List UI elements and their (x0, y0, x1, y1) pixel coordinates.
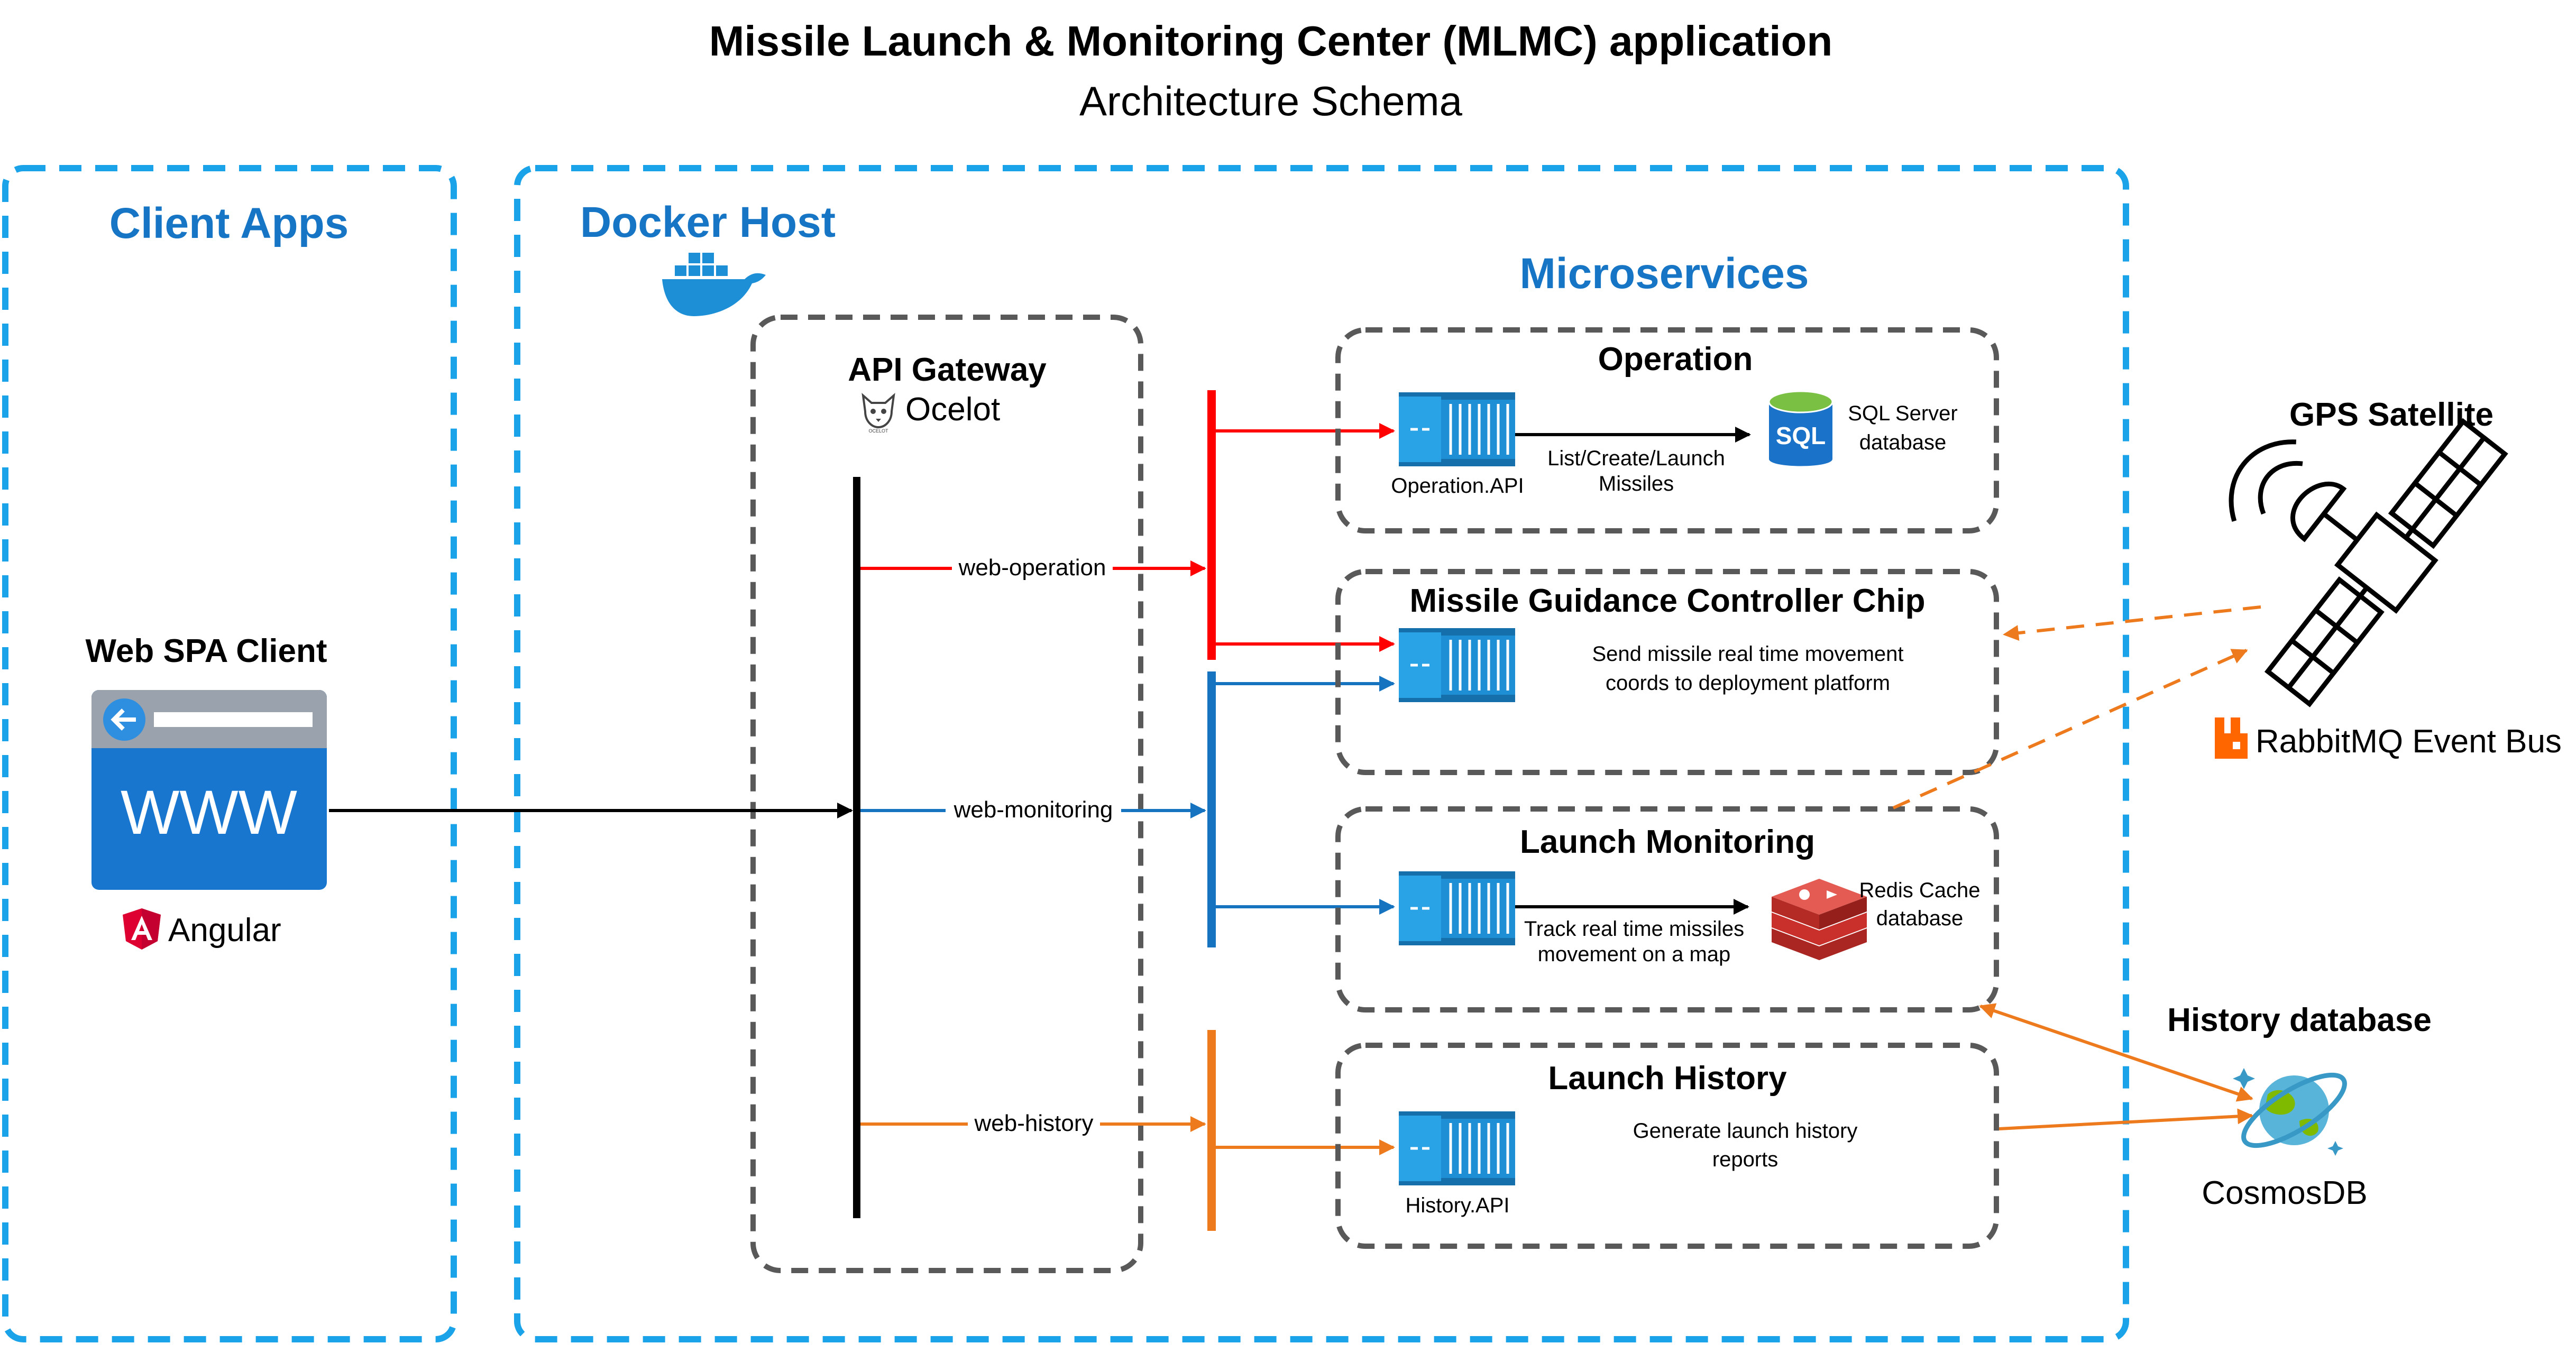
history-desc-line1: Generate launch history (1633, 1119, 1858, 1143)
container-icon (1399, 628, 1515, 702)
container-icon (1399, 392, 1515, 466)
docker-host-zone (514, 165, 2129, 1342)
api-gateway-box (750, 315, 1143, 1273)
cosmosdb-label: CosmosDB (2202, 1175, 2368, 1211)
monitoring-action-line1: Track real time missiles (1524, 917, 1744, 941)
docker-host-title: Docker Host (580, 198, 836, 246)
api-gateway-title: API Gateway (848, 352, 1047, 388)
history-api-label: History.API (1405, 1194, 1509, 1217)
redis-db-line2: database (1876, 907, 1964, 930)
browser-window-icon: WWW (91, 690, 327, 890)
satellite-icon (2229, 418, 2508, 707)
gateway-bus-line (853, 477, 860, 1218)
angular-label: Angular (168, 912, 281, 949)
guidance-desc-line2: coords to deployment platform (1606, 671, 1890, 695)
monitoring-action-line2: movement on a map (1538, 943, 1731, 966)
operation-api-label: Operation.API (1391, 474, 1524, 498)
monitoring-to-eventbus-arrow (1892, 649, 2248, 809)
rabbitmq-label: RabbitMQ Event Bus (2256, 723, 2562, 760)
container-icon (1399, 1111, 1515, 1185)
redis-db-line1: Redis Cache (1859, 879, 1980, 902)
monitoring-distribution-bar (1207, 671, 1216, 947)
operation-service-box (1335, 327, 1999, 533)
operation-action-line1: List/Create/Launch (1547, 447, 1725, 470)
guidance-service-title: Missile Guidance Controller Chip (1410, 583, 1926, 619)
page-title: Missile Launch & Monitoring Center (MLMC… (709, 17, 1832, 65)
angular-logo-icon (123, 908, 161, 950)
sql-badge: SQL (1776, 422, 1826, 449)
launch-history-box (1335, 1043, 1999, 1249)
launch-monitoring-box (1335, 806, 1999, 1013)
route-operation-label: web-operation (958, 555, 1106, 581)
redis-cube-icon (1772, 879, 1867, 960)
history-database-title: History database (2167, 1002, 2432, 1038)
sql-db-line1: SQL Server (1848, 402, 1957, 425)
cosmosdb-planet-icon (2233, 1068, 2347, 1156)
operation-action-line2: Missiles (1599, 472, 1674, 495)
route-monitoring-label: web-monitoring (954, 797, 1113, 823)
operation-service-title: Operation (1598, 341, 1753, 378)
history-desc-line2: reports (1712, 1148, 1779, 1171)
history-distribution-bar (1207, 1030, 1216, 1231)
container-icon (1399, 871, 1515, 945)
launch-monitoring-title: Launch Monitoring (1520, 824, 1815, 860)
guidance-service-box (1335, 569, 1999, 775)
launch-history-title: Launch History (1548, 1060, 1787, 1097)
microservices-title: Microservices (1519, 250, 1809, 298)
sql-db-line2: database (1859, 431, 1947, 454)
sql-database-icon: SQL (1768, 390, 1834, 466)
operation-distribution-bar (1207, 390, 1216, 660)
page-subtitle: Architecture Schema (1079, 78, 1463, 124)
guidance-desc-line1: Send missile real time movement (1592, 642, 1903, 666)
eventbus-to-guidance-arrow (2003, 605, 2261, 641)
client-apps-title: Client Apps (109, 199, 349, 247)
history-to-cosmos-arrow (1999, 1108, 2253, 1130)
docker-whale-icon (662, 253, 766, 316)
ocelot-logo-icon: OCELOT (861, 390, 896, 434)
web-spa-client-title: Web SPA Client (85, 633, 327, 669)
route-history-label: web-history (974, 1110, 1094, 1136)
client-apps-zone (2, 165, 457, 1342)
browser-www-text: WWW (121, 778, 297, 848)
ocelot-logo-caption: OCELOT (868, 428, 888, 434)
monitoring-cosmos-arrow (1979, 1003, 2253, 1102)
rabbitmq-logo-icon (2215, 717, 2248, 759)
ocelot-label: Ocelot (905, 391, 1000, 428)
